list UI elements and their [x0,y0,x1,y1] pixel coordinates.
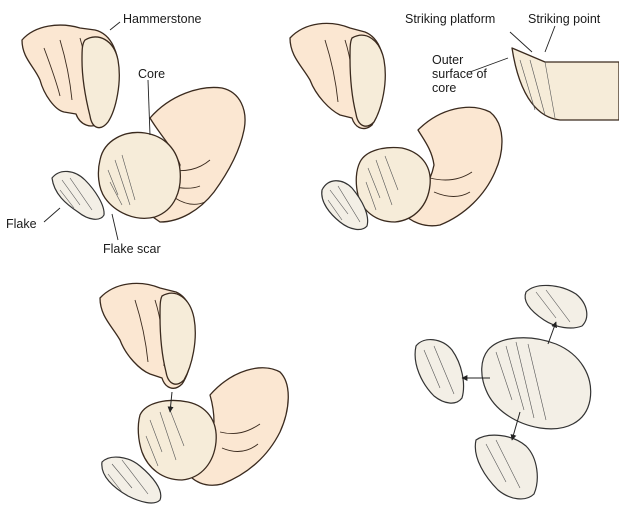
panel-1-striking [21,21,246,241]
label-striking-point: Striking point [528,12,601,26]
label-striking-platform: Striking platform [405,12,496,26]
flake-4b [414,339,465,404]
flake-4c [474,434,538,500]
flake-4a [524,284,588,329]
core-2 [355,146,431,223]
label-outer-surface: Outer surface of core [432,53,487,95]
panel-2-striking [289,22,619,231]
flake-1 [51,170,105,220]
panel-4-products [414,284,592,500]
hammerstone-1 [81,36,120,129]
label-flake: Flake [6,217,37,231]
core-3 [137,399,217,481]
label-flake-scar: Flake scar [103,242,161,256]
label-hammerstone: Hammerstone [123,12,202,26]
hammerstone-3 [159,292,196,385]
core-edge-inset [511,47,619,121]
core-1 [97,131,181,219]
core-4 [481,337,592,430]
hammerstone-2 [349,34,386,127]
panel-3-striking [99,282,289,504]
label-core: Core [138,67,166,81]
flake-2 [321,180,369,231]
